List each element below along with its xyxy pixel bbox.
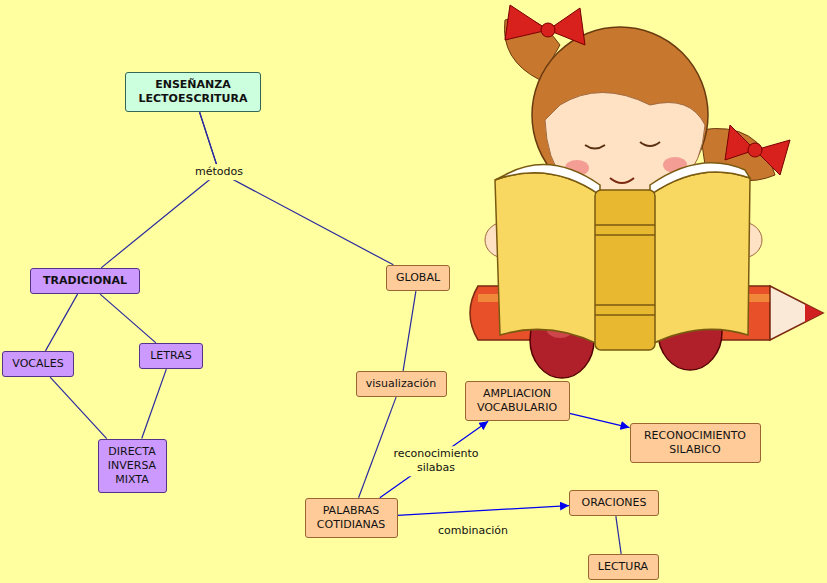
edge-label: métodos — [192, 164, 246, 180]
connector — [100, 294, 156, 343]
concept-box: visualización — [356, 371, 447, 397]
connector — [616, 516, 621, 554]
concept-box: PALABRAS COTIDIANAS — [305, 498, 398, 539]
concept-box: LETRAS — [139, 343, 203, 369]
connector — [403, 291, 416, 371]
concept-box: DIRECTA INVERSA MIXTA — [98, 439, 167, 494]
connector — [200, 112, 394, 265]
concept-box: RECONOCIMIENTO SILABICO — [630, 423, 761, 464]
connector — [570, 413, 630, 427]
node-text: LETRAS — [150, 349, 192, 363]
method-box: GLOBAL — [386, 265, 450, 291]
node-text: visualización — [366, 377, 436, 391]
node-text: VOCALES — [12, 357, 63, 371]
connector — [142, 369, 167, 438]
node-text: TRADICIONAL — [43, 274, 127, 288]
connector — [398, 506, 570, 516]
concept-box: LECTURA — [588, 554, 659, 580]
node-text: AMPLIACION VOCABULARIO — [472, 387, 563, 416]
node-text: PALABRAS COTIDIANAS — [312, 504, 391, 533]
title-box: ENSEÑANZA LECTOESCRITURA — [125, 72, 261, 113]
node-text: ORACIONES — [582, 496, 647, 510]
concept-box: ORACIONES — [569, 490, 659, 516]
node-text: LECTURA — [598, 560, 648, 574]
edge-label: reconocimiento silabas — [383, 446, 489, 476]
node-text: ENSEÑANZA LECTOESCRITURA — [132, 78, 254, 107]
connector — [45, 294, 77, 351]
book — [495, 163, 750, 350]
node-text: DIRECTA INVERSA MIXTA — [105, 445, 160, 488]
concept-box: VOCALES — [2, 351, 74, 377]
connector — [380, 421, 488, 497]
connector — [101, 112, 219, 268]
edge-label: combinación — [435, 523, 511, 539]
node-text: RECONOCIMIENTO SILABICO — [637, 429, 754, 458]
concept-box: AMPLIACION VOCABULARIO — [465, 381, 570, 422]
connector — [50, 377, 107, 438]
method-box: TRADICIONAL — [30, 268, 140, 294]
node-text: GLOBAL — [396, 271, 440, 285]
